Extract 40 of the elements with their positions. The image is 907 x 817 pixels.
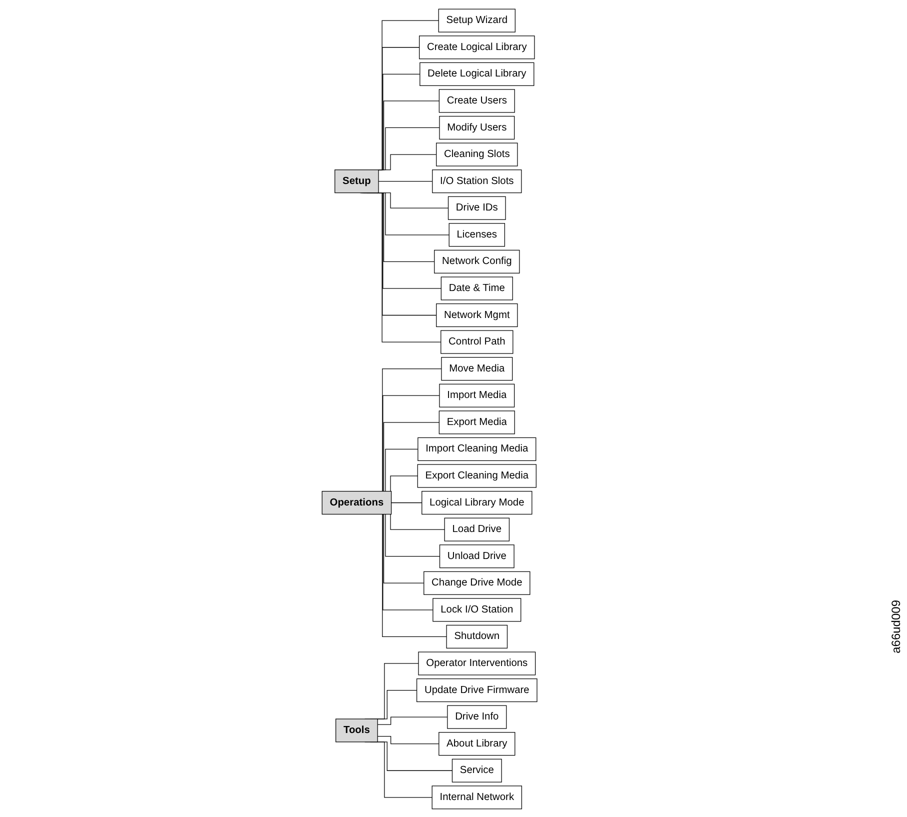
figure-id-label: a66ud009 — [889, 600, 903, 654]
node-box — [452, 758, 502, 782]
node-box — [439, 410, 516, 434]
node-box — [434, 249, 520, 273]
node-box — [334, 169, 380, 193]
node-box — [322, 490, 392, 514]
node-box — [424, 570, 531, 594]
node-box — [444, 517, 510, 541]
node-box — [418, 436, 537, 460]
node-box — [419, 35, 536, 59]
connector — [378, 736, 440, 744]
node-box — [418, 651, 536, 675]
node-box — [441, 276, 514, 300]
node-box — [448, 196, 506, 220]
connector — [377, 154, 438, 170]
node-box — [418, 464, 537, 488]
node-box — [442, 356, 514, 380]
node-box — [336, 718, 378, 742]
node-box — [441, 330, 514, 354]
node-box — [449, 222, 506, 246]
node-box — [440, 115, 516, 140]
node-box — [416, 678, 538, 702]
node-box — [446, 624, 508, 648]
node-box — [439, 88, 516, 112]
node-box — [438, 8, 516, 32]
node-box — [432, 785, 522, 809]
node-box — [439, 732, 516, 756]
menu-tree-diagram: Setup Setup Wizard Create Logical Library Delete Logical Library Create Users Modify Users Cleaning Slots I/O Station Slots Drive IDs Licenses Network Config Date & Time Network Mgmt Control Path Operations Move Media Import Media Export Media Import Cleaning Media Export Cleaning Media Logical Library Mode Load Drive Unload Drive Change Drive Mode Lock I/O Station Shutdown Tools Operator Interventions Update Drive Firmware Drive Info About Library Service Internal Network — [317, 4, 543, 814]
node-box — [433, 598, 522, 622]
node-box — [436, 142, 518, 166]
node-box — [440, 383, 516, 407]
node-box — [432, 169, 522, 193]
node-box — [440, 544, 515, 568]
connector — [391, 502, 423, 503]
connector — [378, 180, 434, 182]
connector — [378, 716, 448, 724]
node-box — [436, 302, 518, 327]
node-box — [448, 704, 508, 728]
node-box — [420, 62, 535, 86]
node-box — [422, 490, 533, 514]
